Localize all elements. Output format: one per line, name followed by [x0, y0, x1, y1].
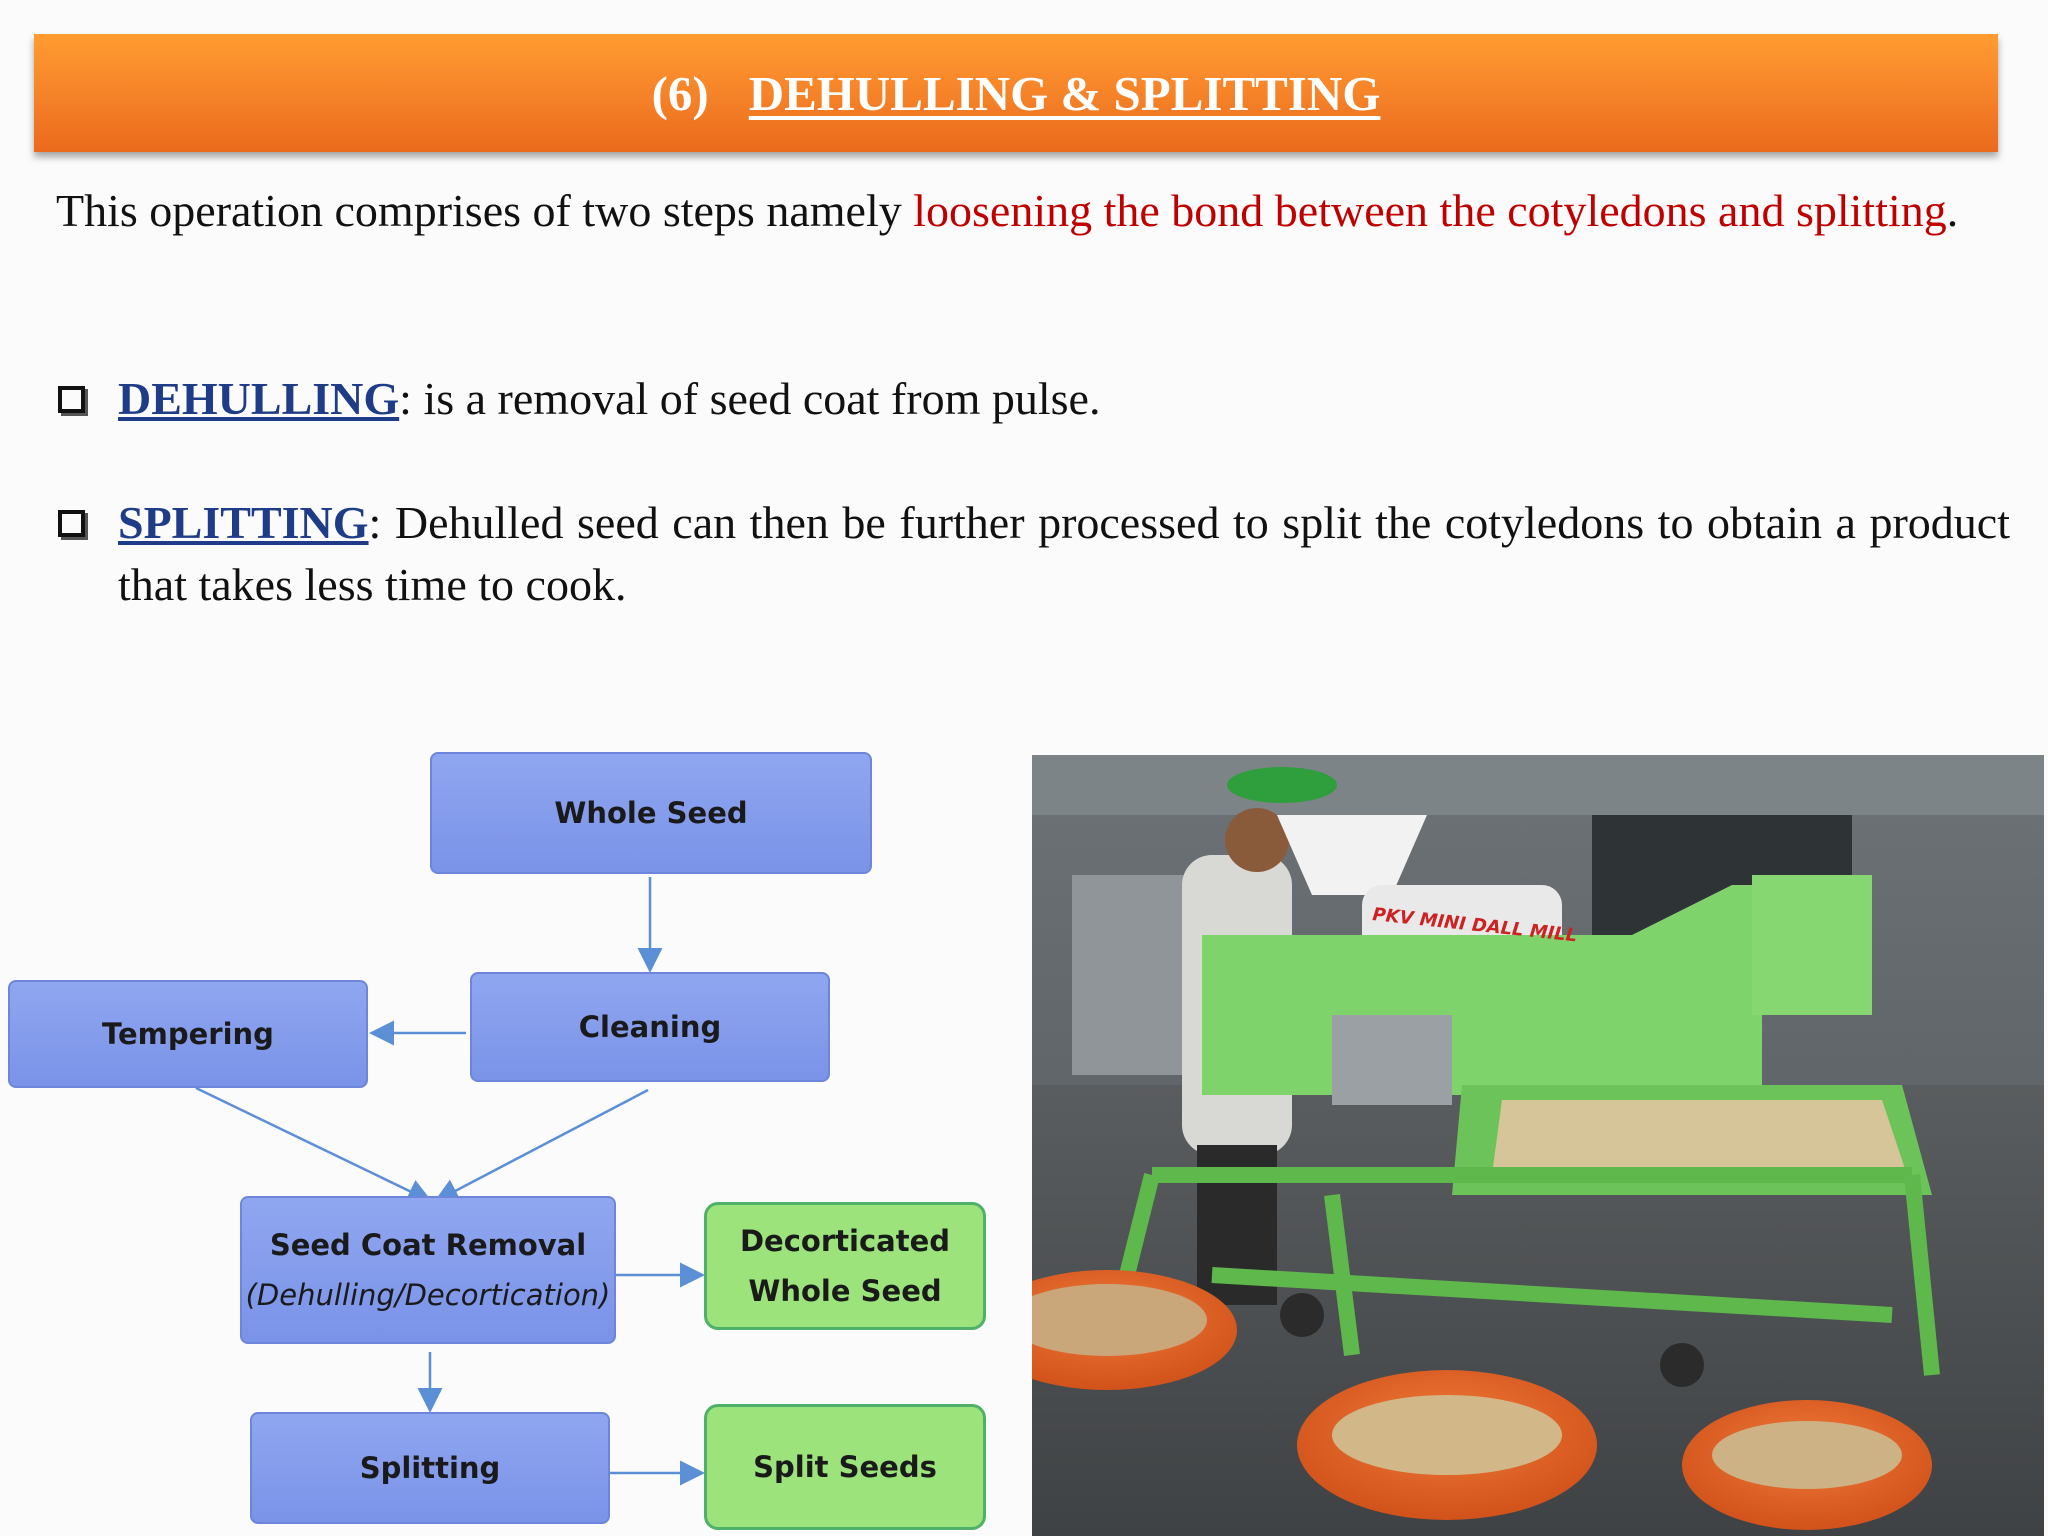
node-label: Cleaning	[578, 1010, 722, 1044]
node-decorticated-whole-seed: Decorticated Whole Seed	[704, 1202, 986, 1330]
title-banner: (6) DEHULLING & SPLITTING	[34, 34, 1998, 152]
node-label: Tempering	[102, 1017, 274, 1051]
intro-end: .	[1946, 185, 1959, 236]
bullet-text: : is a removal of seed coat from pulse.	[399, 373, 1101, 424]
process-flowchart: Whole Seed Cleaning Tempering Seed Coat …	[0, 740, 1000, 1536]
bullet-term: DEHULLING	[118, 373, 400, 424]
node-whole-seed: Whole Seed	[430, 752, 872, 874]
node-splitting: Splitting	[250, 1412, 610, 1524]
bullet-term: SPLITTING	[118, 497, 369, 548]
bullet-dehulling: DEHULLING: is a removal of seed coat fro…	[56, 368, 2010, 430]
node-label: Split Seeds	[753, 1450, 937, 1484]
slide-number: (6)	[651, 65, 709, 121]
node-seed-coat-removal: Seed Coat Removal (Dehulling/Decorticati…	[240, 1196, 616, 1344]
arrow-cleaning-to-removal	[433, 1088, 649, 1203]
intro-highlight: loosening the bond between the cotyledon…	[913, 185, 1947, 236]
flowchart-arrows	[195, 877, 705, 1486]
intro-lead: This operation comprises of two steps na…	[56, 185, 902, 236]
node-sublabel: (Dehulling/Decortication)	[245, 1278, 611, 1312]
checkbox-bullet-icon	[58, 386, 85, 413]
dal-mill-illustration: PKV MINI DALL MILL	[1032, 755, 2044, 1536]
dal-mill-photo: PKV MINI DALL MILL	[1032, 755, 2044, 1536]
node-label: Splitting	[359, 1451, 501, 1485]
node-cleaning: Cleaning	[470, 972, 830, 1082]
arrow-tempering-to-removal	[195, 1086, 433, 1203]
slide-title: DEHULLING & SPLITTING	[748, 65, 1381, 121]
bullet-splitting: SPLITTING: Dehulled seed can then be fur…	[56, 492, 2010, 616]
node-label: Whole Seed	[554, 796, 748, 830]
bullet-text: : Dehulled seed can then be further proc…	[118, 497, 2010, 610]
intro-paragraph: This operation comprises of two steps na…	[56, 180, 2010, 242]
node-split-seeds: Split Seeds	[704, 1404, 986, 1530]
checkbox-bullet-icon	[58, 510, 85, 537]
node-label: Decorticated Whole Seed	[739, 1224, 950, 1308]
node-tempering: Tempering	[8, 980, 368, 1088]
node-label: Seed Coat Removal	[269, 1228, 587, 1262]
